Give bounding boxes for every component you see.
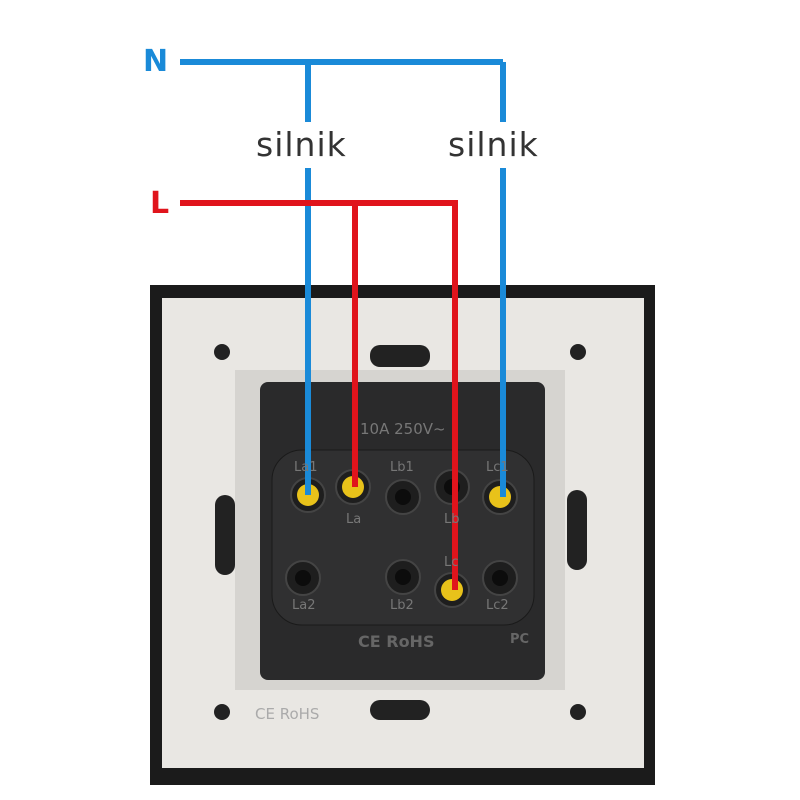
live-label: L <box>150 186 170 221</box>
material-mark: PC <box>510 632 530 647</box>
terminal-socket <box>492 570 508 586</box>
terminal-label-lc1: Lc1 <box>486 460 509 475</box>
slot <box>567 490 587 570</box>
ce-rohs-mark: CE RoHS <box>358 632 435 651</box>
terminal-socket <box>295 570 311 586</box>
rating-label: 10A 250V~ <box>360 420 446 438</box>
terminal-socket <box>395 489 411 505</box>
terminal-label-la1: La1 <box>294 460 318 475</box>
terminal-label-lb: Lb <box>444 512 460 527</box>
terminal-label-la2: La2 <box>292 598 316 613</box>
terminal-label-lb1: Lb1 <box>390 460 414 475</box>
slot <box>370 345 430 367</box>
screw-hole <box>214 344 230 360</box>
live-wire <box>180 200 458 590</box>
screw-hole <box>570 344 586 360</box>
screw-hole <box>570 704 586 720</box>
screw-hole <box>214 704 230 720</box>
slot <box>370 700 430 720</box>
terminal-label-lc2: Lc2 <box>486 598 509 613</box>
slot <box>215 495 235 575</box>
motor-label-2: silnik <box>446 125 541 164</box>
plate-ce-rohs-mark: CE RoHS <box>255 705 320 723</box>
neutral-label: N <box>143 44 169 79</box>
neutral-wire <box>180 59 506 497</box>
terminal-socket <box>395 569 411 585</box>
terminal-label-la: La <box>346 512 362 527</box>
terminal-label-lb2: Lb2 <box>390 598 414 613</box>
terminal-label-lc: Lc <box>444 555 459 570</box>
motor-label-1: silnik <box>254 125 349 164</box>
